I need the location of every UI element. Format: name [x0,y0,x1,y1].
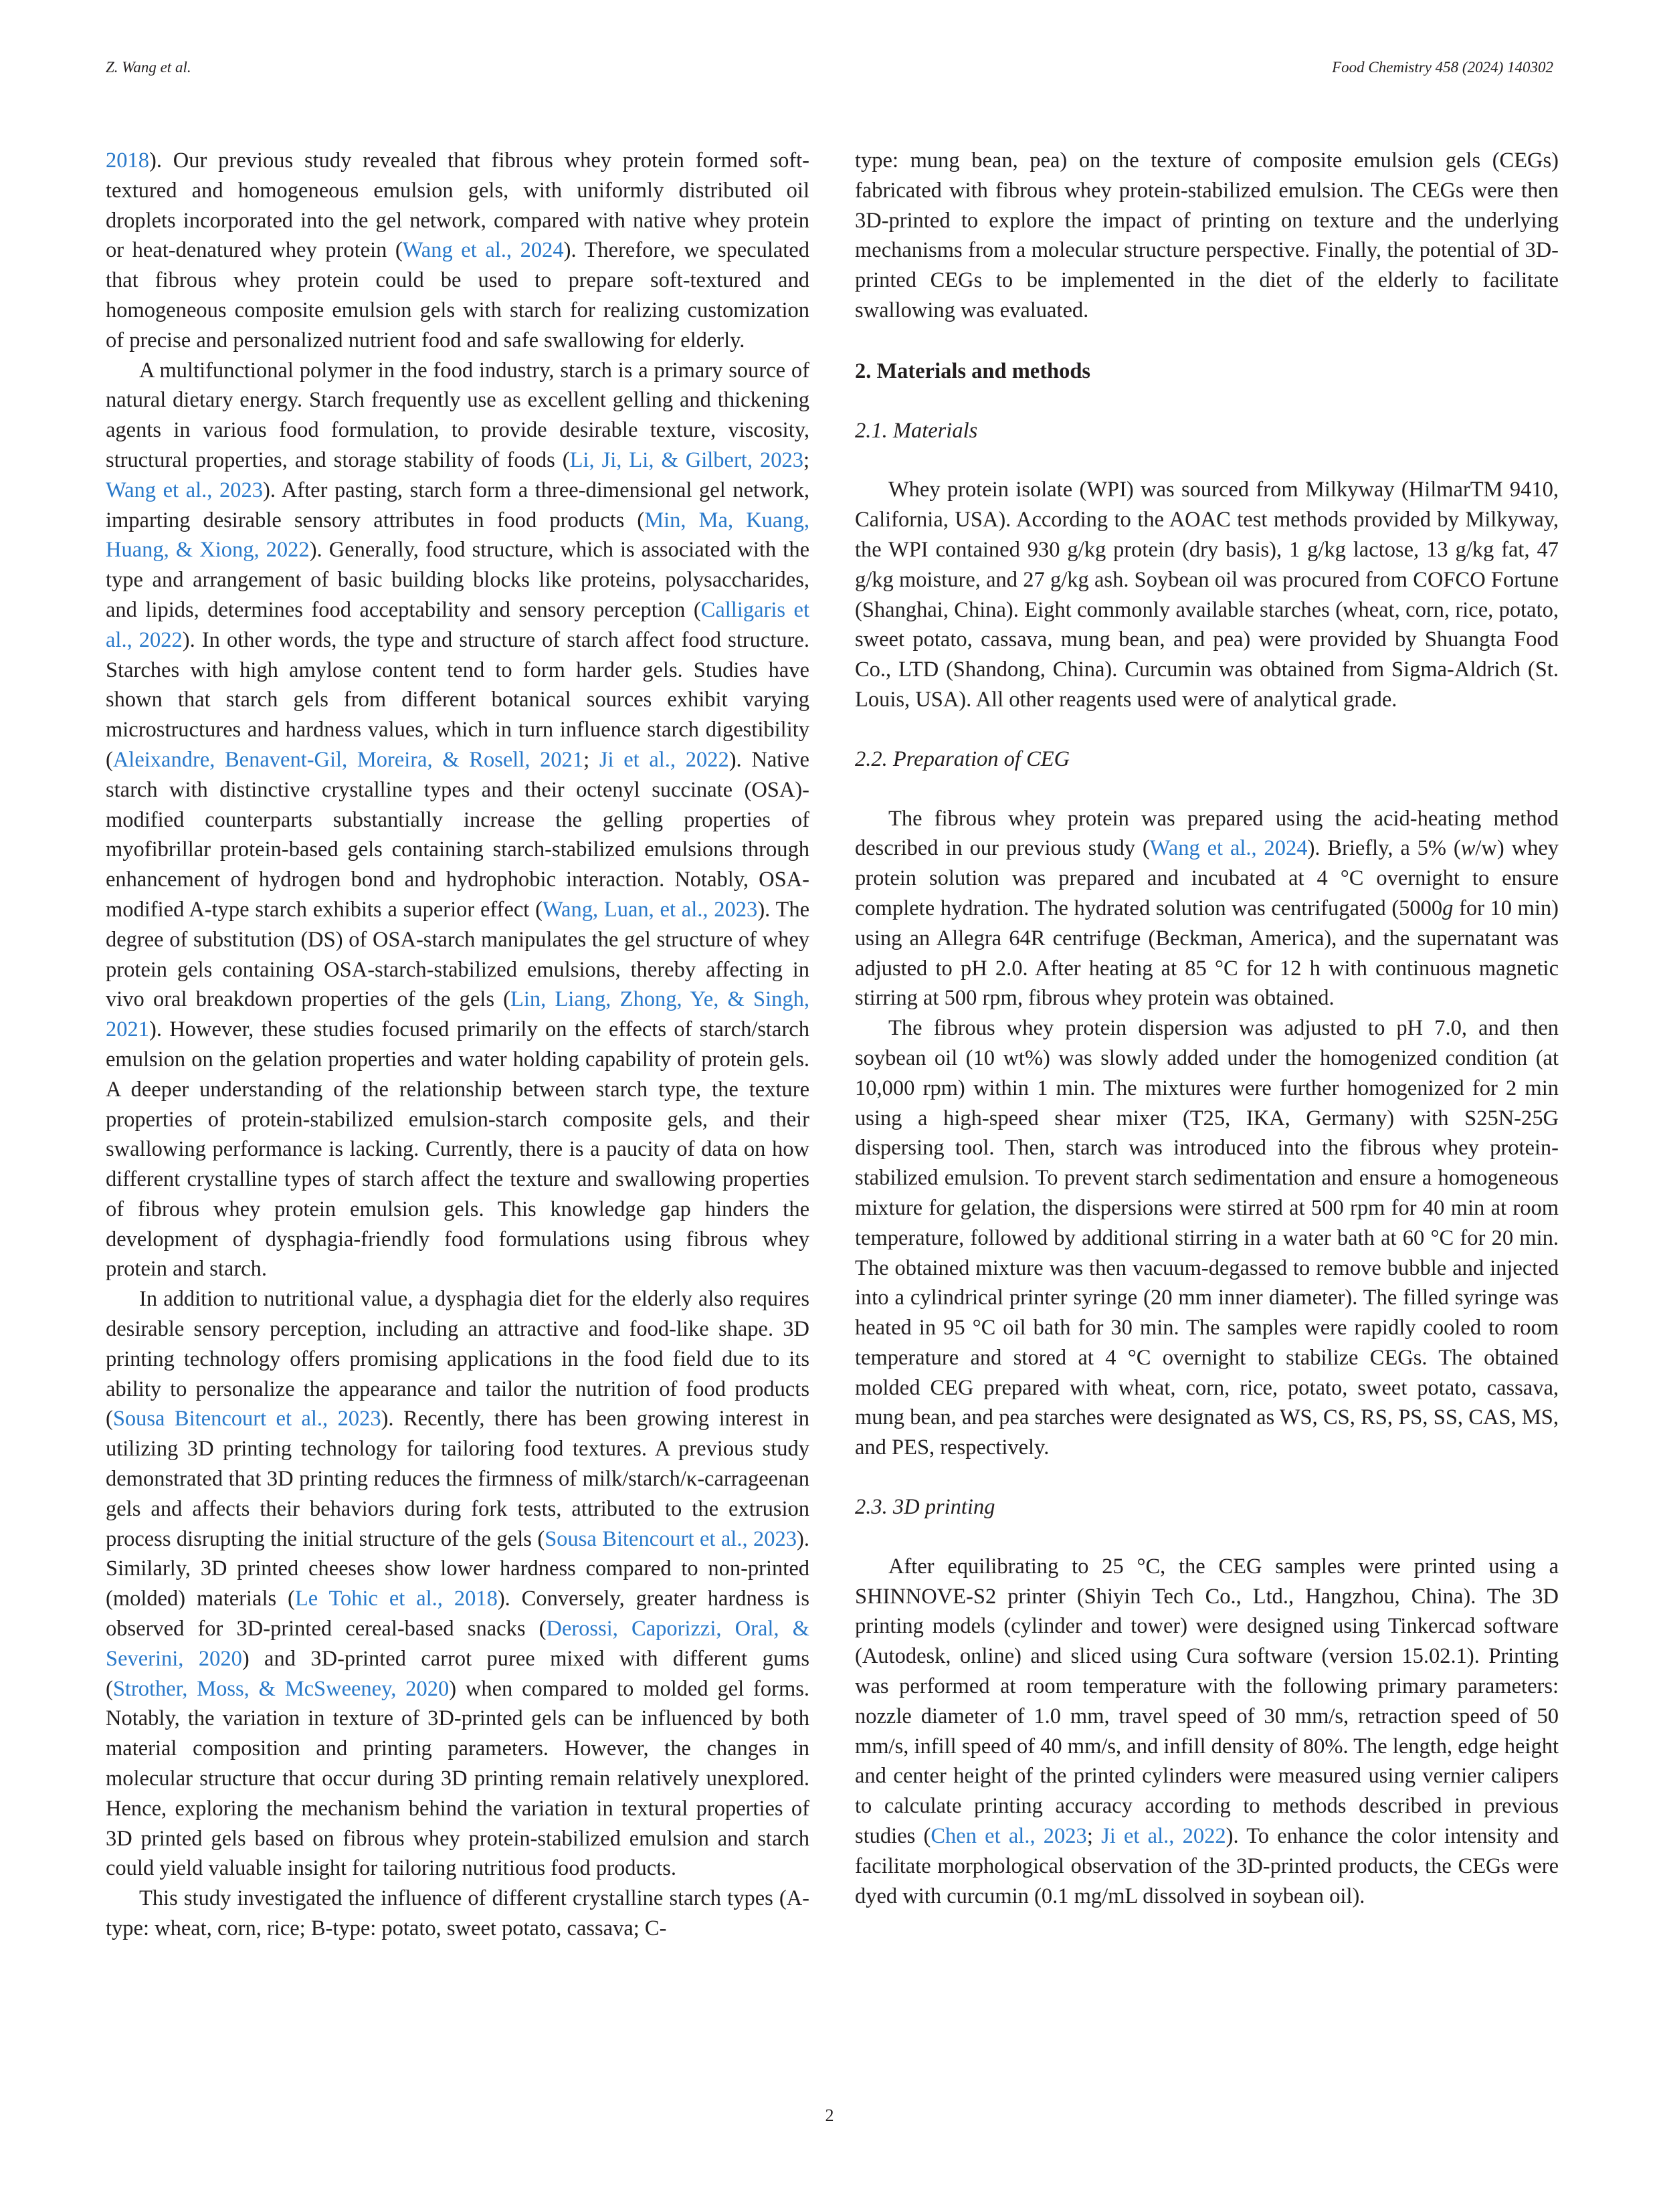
text-run: ). Native starch with distinctive crysta… [106,747,809,922]
citation-link[interactable]: Wang et al., 2024 [402,238,564,263]
text-run: ). After pasting, starch form a three-di… [106,478,809,532]
text-run: ). The degree of substitution (DS) of OS… [106,897,809,1012]
paragraph: type: mung bean, pea) on the texture of … [855,146,1559,326]
text-run: Whey protein isolate (WPI) was sourced f… [855,478,1559,712]
text-run: type: mung bean, pea) on the texture of … [855,148,1559,322]
citation-link[interactable]: Chen et al., 2023 [931,1824,1087,1849]
text-run: This study investigated the influence of… [106,1886,809,1941]
text-run: ; [803,447,809,472]
citation-link[interactable]: Sousa Bitencourt et al., 2023 [112,1407,381,1431]
italic-text: w [1460,836,1476,861]
text-run: ). Conversely, greater hardness is obser… [106,1587,809,1641]
text-run: ). To enhance the color intensity and fa… [855,1824,1559,1908]
text-run: for 10 min) using an Allegra 64R centrif… [855,896,1559,1011]
text-run: The fibrous whey protein was prepared us… [855,806,1559,861]
paragraph: The fibrous whey protein was prepared us… [855,804,1559,1014]
text-run: ). Generally, food structure, which is a… [106,538,809,622]
citation-link[interactable]: Le Tohic et al., 2018 [294,1587,498,1611]
citation-link[interactable]: Lin, Liang, Zhong, Ye, & Singh, 2021 [106,987,809,1042]
citation-link[interactable]: Calligaris et al., 2022 [106,597,809,652]
text-run: ; [1086,1824,1102,1849]
paragraph: This study investigated the influence of… [106,1884,809,1944]
citation-link[interactable]: Li, Ji, Li, & Gilbert, 2023 [569,447,803,472]
citation-link[interactable]: Derossi, Caporizzi, Oral, & Severini, 20… [106,1617,809,1671]
text-run: ). Similarly, 3D printed cheeses show lo… [106,1526,809,1611]
citation-link[interactable]: Ji et al., 2022 [1101,1824,1226,1849]
text-run: A multifunctional polymer in the food in… [106,358,809,472]
paragraph: The fibrous whey protein dispersion was … [855,1013,1559,1463]
citation-link[interactable]: Sousa Bitencourt et al., 2023 [545,1526,797,1551]
paragraph: Whey protein isolate (WPI) was sourced f… [855,475,1559,714]
paragraph: In addition to nutritional value, a dysp… [106,1284,809,1884]
text-run: ) when compared to molded gel forms. Not… [106,1676,809,1881]
subsection-heading: 2.1. Materials [855,418,978,443]
text-run: ). Therefore, we speculated that fibrous… [106,238,809,353]
left-column: 2018). Our previous study revealed that … [106,146,809,1944]
text-run: ). In other words, the type and structur… [106,627,809,772]
text-run: ) and 3D-printed carrot puree mixed with… [106,1646,809,1701]
paragraph: 2018). Our previous study revealed that … [106,146,809,356]
subsection-heading: 2.2. Preparation of CEG [855,746,1070,771]
right-column: type: mung bean, pea) on the texture of … [855,146,1559,1911]
citation-link[interactable]: Aleixandre, Benavent-Gil, Moreira, & Ros… [112,747,584,772]
page-number: 2 [825,2106,834,2125]
text-run: /w) whey protein solution was prepared a… [855,836,1559,920]
citation-link[interactable]: Wang et al., 2024 [1149,836,1308,861]
running-head-author: Z. Wang et al. [106,59,191,76]
citation-link[interactable]: Ji et al., 2022 [599,747,729,772]
text-run: ). Our previous study revealed that fibr… [106,148,809,263]
citation-link[interactable]: Min, Ma, Kuang, Huang, & Xiong, 2022 [106,508,809,563]
section-heading: 2. Materials and methods [855,359,1091,383]
paragraph: A multifunctional polymer in the food in… [106,356,809,1285]
citation-link[interactable]: Strother, Moss, & McSweeney, 2020 [112,1676,450,1701]
text-run: After equilibrating to 25 °C, the CEG sa… [855,1554,1559,1849]
text-run: ; [583,747,599,772]
text-run: In addition to nutritional value, a dysp… [106,1287,809,1431]
text-run: The fibrous whey protein dispersion was … [855,1016,1559,1460]
subsection-heading: 2.3. 3D printing [855,1495,995,1520]
citation-link[interactable]: Wang et al., 2023 [106,478,264,502]
paragraph: After equilibrating to 25 °C, the CEG sa… [855,1552,1559,1912]
text-run: ). However, these studies focused primar… [106,1017,809,1282]
citation-link[interactable]: 2018 [106,148,149,173]
citation-link[interactable]: Wang, Luan, et al., 2023 [542,897,758,922]
text-run: ). Briefly, a 5% ( [1307,836,1461,861]
running-head-journal: Food Chemistry 458 (2024) 140302 [1332,59,1553,76]
text-run: ). Recently, there has been growing inte… [106,1407,809,1551]
italic-text: g [1442,896,1454,920]
